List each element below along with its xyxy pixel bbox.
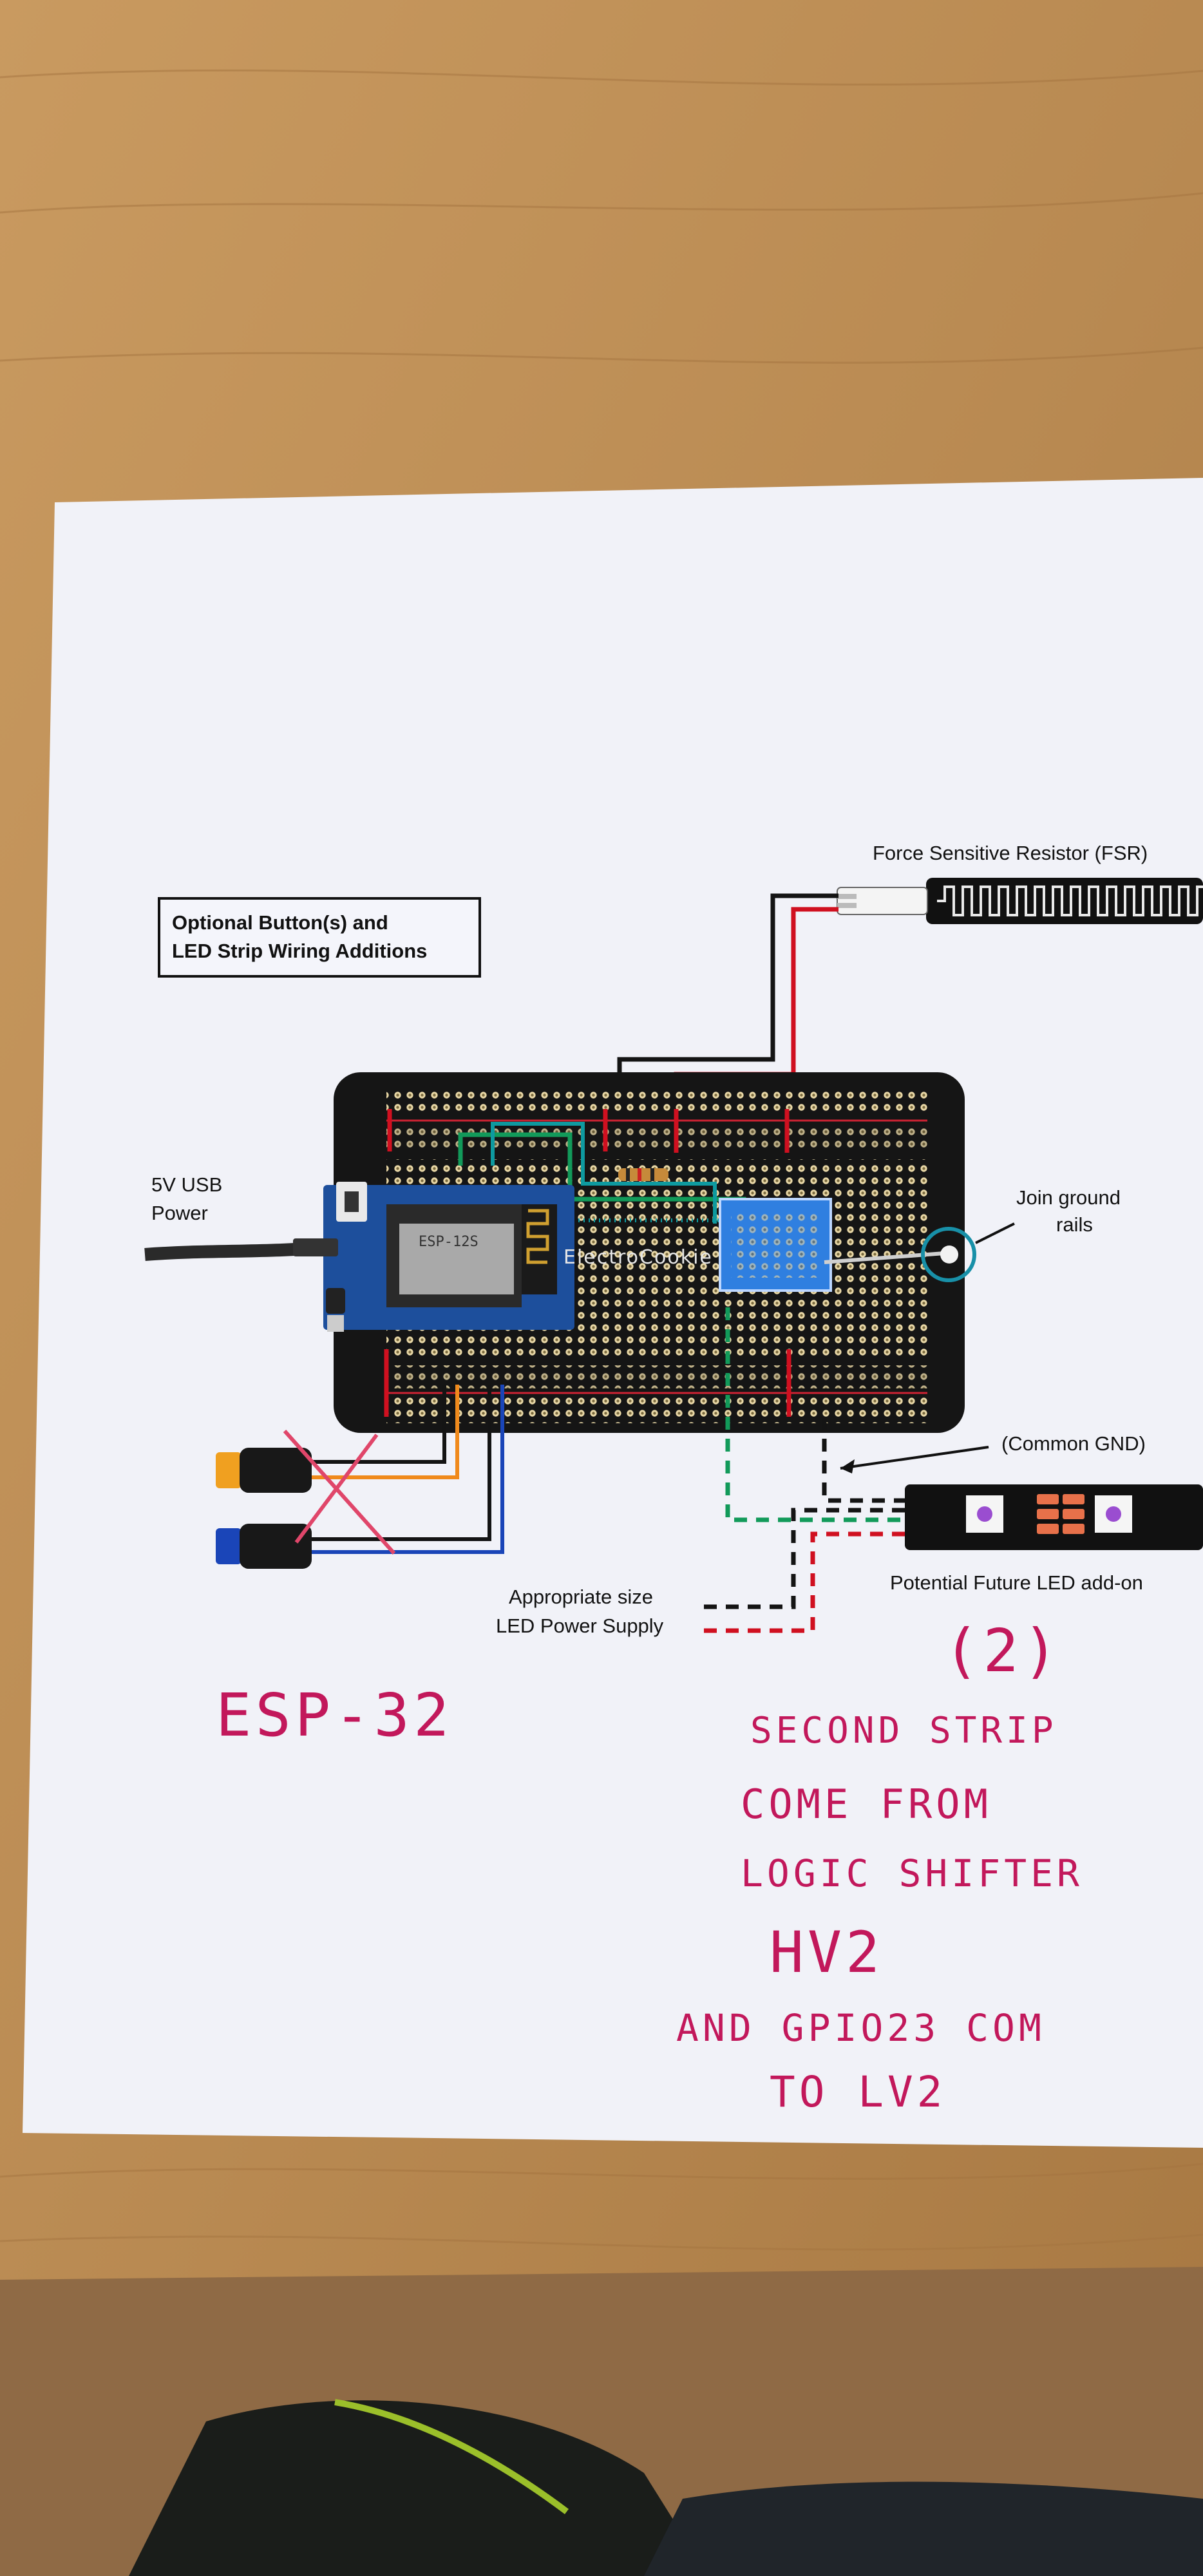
board-brand: ElectroCookie bbox=[564, 1246, 713, 1269]
ground-join-circle bbox=[921, 1227, 976, 1282]
wire-led-data-dashed bbox=[725, 1307, 905, 1522]
fsr-label: Force Sensitive Resistor (FSR) bbox=[873, 842, 1148, 864]
common-gnd-arrowhead bbox=[840, 1459, 855, 1473]
usb-plug bbox=[293, 1238, 338, 1256]
resistor bbox=[618, 1168, 668, 1181]
wire-btn1-orange bbox=[312, 1385, 459, 1479]
push-button-orange bbox=[216, 1448, 312, 1493]
led-strip bbox=[905, 1484, 1203, 1550]
red-jumpers bbox=[384, 1109, 791, 1417]
fsr-sensor bbox=[837, 878, 1203, 924]
note-line-3: LOGIC SHIFTER bbox=[741, 1852, 1083, 1895]
dark-object-2 bbox=[644, 2481, 1203, 2576]
common-gnd-arrow bbox=[840, 1446, 989, 1470]
wire-psu-gnd-dashed bbox=[696, 1508, 905, 1609]
ground-label-line-2: rails bbox=[1056, 1213, 1093, 1236]
ground-join-wire bbox=[824, 1251, 954, 1264]
usb-label-line-1: 5V USB bbox=[151, 1173, 223, 1196]
logic-level-shifter bbox=[719, 1198, 832, 1292]
ground-pointer bbox=[975, 1222, 1015, 1244]
green-stripe bbox=[334, 2399, 569, 2515]
wire-btn2-black bbox=[312, 1385, 491, 1541]
wood-grain bbox=[0, 69, 1203, 2251]
wire-btn2-blue bbox=[312, 1385, 504, 1554]
wire-psu-red-dashed bbox=[696, 1531, 905, 1633]
wire-fsr-black bbox=[617, 893, 838, 1095]
note-line-6: TO LV2 bbox=[770, 2067, 947, 2117]
note-line-4: HV2 bbox=[770, 1919, 884, 1985]
note-esp32: ESP-32 bbox=[216, 1681, 453, 1750]
push-button-blue bbox=[216, 1524, 312, 1569]
ink-cross-2 bbox=[294, 1434, 379, 1544]
ground-label-line-1: Join ground bbox=[1016, 1186, 1121, 1209]
wire-teal bbox=[491, 1122, 717, 1224]
note-line-5: AND GPIO23 COM bbox=[676, 2006, 1045, 2050]
diagram-title-line-1: Optional Button(s) and bbox=[172, 911, 388, 934]
note-line-2: COME FROM bbox=[741, 1781, 992, 1828]
module-text: ESP-12S bbox=[419, 1234, 478, 1250]
wire-led-gnd-dashed bbox=[822, 1417, 905, 1503]
power-supply-label-line-1: Appropriate size bbox=[509, 1586, 654, 1608]
future-led-label: Potential Future LED add-on bbox=[890, 1571, 1143, 1594]
ink-cross-1 bbox=[283, 1429, 396, 1555]
usb-label-line-2: Power bbox=[151, 1202, 208, 1224]
note-line-1: SECOND STRIP bbox=[750, 1710, 1057, 1752]
dark-object bbox=[129, 2400, 708, 2576]
power-supply-label-line-2: LED Power Supply bbox=[496, 1615, 664, 1637]
esp-module bbox=[323, 1182, 574, 1332]
diagram-title-line-2: LED Strip Wiring Additions bbox=[172, 940, 428, 962]
note-number: (2) bbox=[943, 1616, 1063, 1685]
ground-join-dot bbox=[940, 1245, 958, 1264]
common-gnd-label: (Common GND) bbox=[1001, 1432, 1146, 1455]
diagram-title-box: Optional Button(s) and LED Strip Wiring … bbox=[158, 897, 481, 978]
